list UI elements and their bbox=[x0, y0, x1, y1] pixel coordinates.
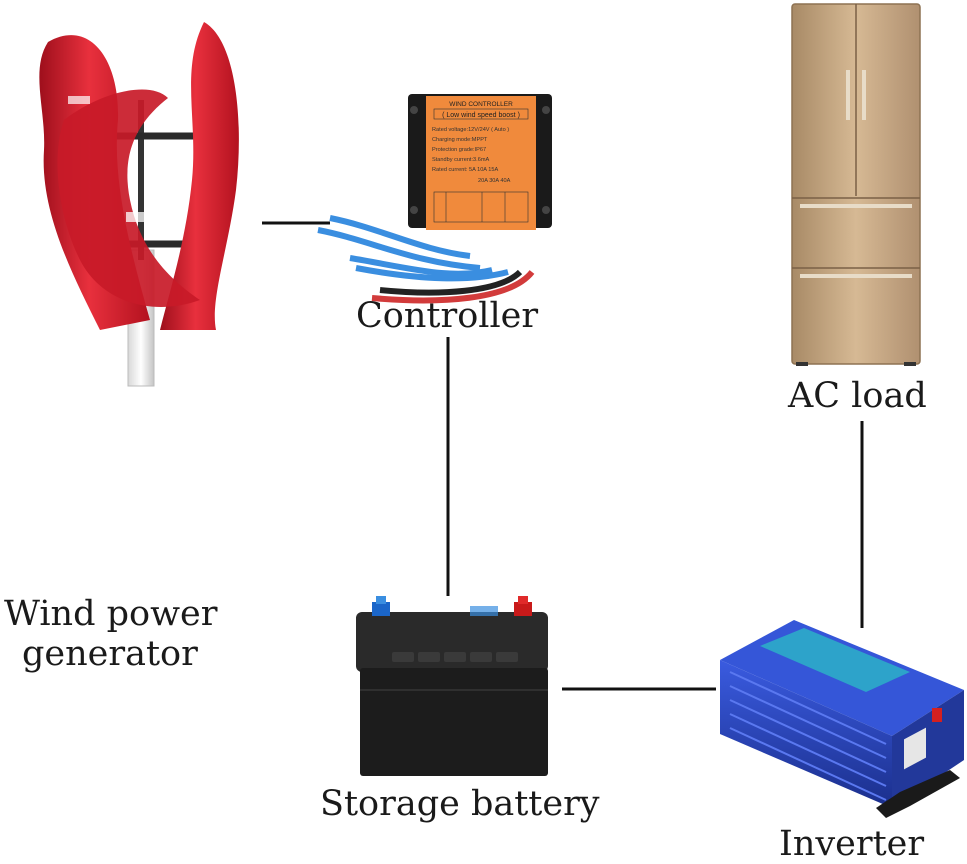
controller-spec: Protection grade:IP67 bbox=[432, 147, 486, 153]
controller-panel-title: WIND CONTROLLER bbox=[449, 101, 513, 108]
controller-image: WIND CONTROLLER ( Low wind speed boost )… bbox=[317, 94, 552, 304]
turbine-blade-right bbox=[160, 22, 239, 330]
wind-label-line1: Wind power bbox=[4, 594, 218, 634]
controller-spec: 20A 30A 40A bbox=[478, 178, 511, 184]
wind-turbine-image bbox=[39, 22, 239, 387]
controller-spec: Charging mode:MPPT bbox=[432, 137, 488, 143]
inverter-label: Inverter bbox=[779, 824, 925, 864]
connection-lines bbox=[262, 221, 864, 691]
refrigerator-image bbox=[791, 3, 921, 366]
controller-panel-subtitle: ( Low wind speed boost ) bbox=[442, 112, 520, 119]
controller-panel bbox=[426, 96, 536, 230]
storage-battery-label: Storage battery bbox=[320, 784, 600, 824]
controller-spec: Standby current:3.6mA bbox=[432, 157, 489, 163]
controller-label: Controller bbox=[356, 296, 539, 336]
inverter-image bbox=[720, 620, 964, 818]
wind-power-generator-label: Wind power generator bbox=[4, 594, 218, 675]
turbine-blade-middle bbox=[57, 89, 200, 307]
controller-spec: Rated current: 5A 10A 15A bbox=[432, 167, 499, 173]
battery-image bbox=[356, 596, 548, 776]
wind-label-line2: generator bbox=[22, 634, 198, 675]
ac-load-label: AC load bbox=[788, 376, 927, 416]
controller-spec: Rated voltage:12V/24V ( Auto ) bbox=[432, 127, 509, 133]
